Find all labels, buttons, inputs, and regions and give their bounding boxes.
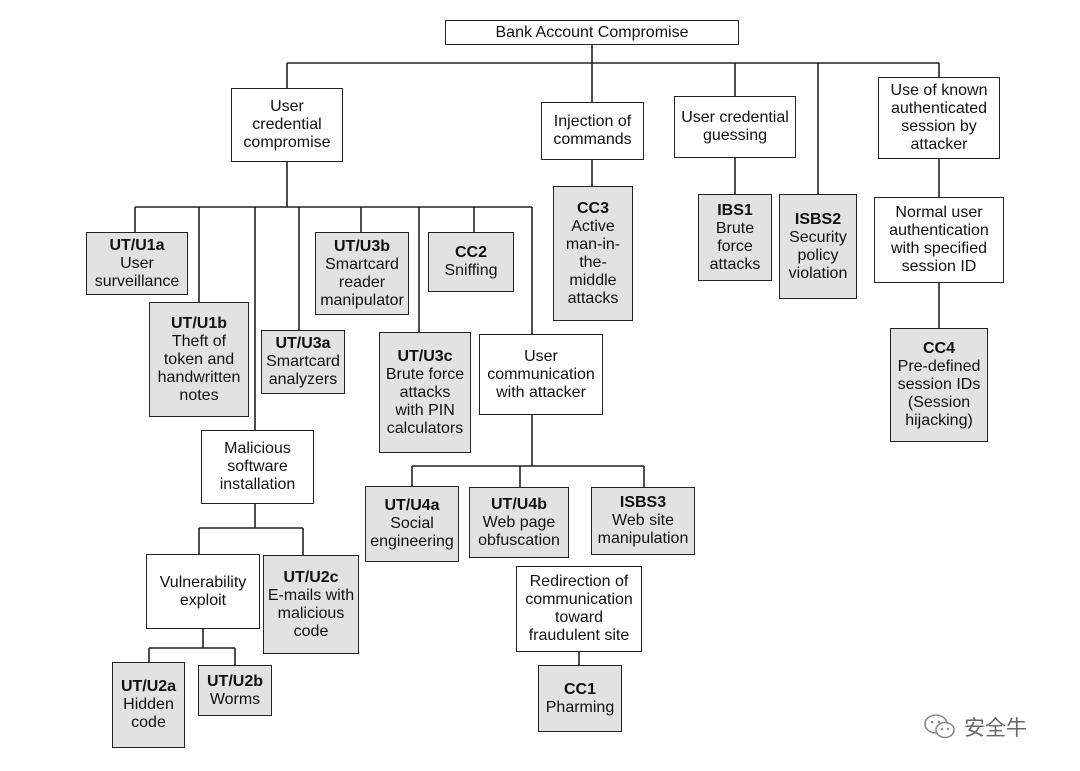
node-cc3: CC3 Active man-in- the- middle attacks <box>553 186 633 321</box>
node-ibs1: IBS1 Brute force attacks <box>698 194 772 281</box>
node-label: Worms <box>209 690 261 708</box>
node-ut-u4b: UT/U4b Web page obfuscation <box>469 487 569 558</box>
watermark: 安全牛 <box>922 712 1027 742</box>
node-code: IBS1 <box>717 201 753 219</box>
node-known-session: Use of known authenticated session by at… <box>878 77 1000 159</box>
node-ut-u1b: UT/U1b Theft of token and handwritten no… <box>149 302 249 417</box>
node-label: Theft of token and handwritten notes <box>157 332 241 404</box>
node-isbs3: ISBS3 Web site manipulation <box>591 487 695 555</box>
node-cc4: CC4 Pre-defined session IDs (Session hij… <box>890 328 988 442</box>
node-code: UT/U4b <box>491 495 547 513</box>
node-user-communication-with-attacker: User communication with attacker <box>479 334 603 415</box>
node-code: UT/U3a <box>275 335 331 352</box>
node-label: User credential compromise <box>243 98 331 151</box>
node-isbs2: ISBS2 Security policy violation <box>779 194 857 299</box>
node-code: UT/U2a <box>120 678 177 695</box>
node-label: Active man-in- the- middle attacks <box>565 217 621 307</box>
node-code: CC4 <box>922 340 955 357</box>
node-code: UT/U1b <box>171 314 227 332</box>
node-label: Redirection of communication toward frau… <box>525 573 633 644</box>
node-ut-u2b: UT/U2b Worms <box>198 665 272 716</box>
node-code: CC1 <box>563 680 596 698</box>
node-label: Malicious software installation <box>219 440 296 493</box>
node-code: UT/U4a <box>384 497 440 514</box>
node-label: Hidden code <box>123 696 174 731</box>
node-ut-u1a: UT/U1a User surveillance <box>86 232 188 295</box>
node-label: Pre-defined session IDs (Session hijacki… <box>897 358 981 429</box>
node-ut-u3a: UT/U3a Smartcard analyzers <box>261 330 345 394</box>
node-ut-u3c: UT/U3c Brute force attacks with PIN calc… <box>379 332 471 453</box>
node-ut-u3b: UT/U3b Smartcard reader manipulator <box>315 232 409 315</box>
node-label: Smartcard reader manipulator <box>320 255 404 309</box>
node-code: UT/U1a <box>109 236 165 254</box>
wechat-icon <box>924 714 955 739</box>
node-code: UT/U3c <box>397 347 453 365</box>
node-normal-user-authentication: Normal user authentication with specifie… <box>874 197 1004 283</box>
node-ut-u4a: UT/U4a Social engineering <box>365 486 459 562</box>
node-label: Web page obfuscation <box>478 513 560 549</box>
node-label: Injection of commands <box>553 113 632 148</box>
node-cc2: CC2 Sniffing <box>428 232 514 292</box>
node-label: Use of known authenticated session by at… <box>890 82 988 153</box>
node-label: Bank Account Compromise <box>495 23 689 41</box>
node-ut-u2c: UT/U2c E-mails with malicious code <box>263 555 359 654</box>
node-label: Brute force attacks <box>709 219 761 273</box>
node-label: User credential guessing <box>681 109 789 144</box>
node-label: Security policy violation <box>788 228 848 282</box>
node-label: Vulnerability exploit <box>159 573 247 609</box>
node-ut-u2a: UT/U2a Hidden code <box>112 662 185 748</box>
node-label: E-mails with malicious code <box>267 586 355 640</box>
node-label: User communication with attacker <box>487 347 595 401</box>
node-label: Pharming <box>545 698 615 716</box>
node-label: Social engineering <box>370 515 454 550</box>
node-user-credential-guessing: User credential guessing <box>674 96 796 158</box>
node-code: UT/U2c <box>283 568 339 586</box>
node-cc1: CC1 Pharming <box>538 665 622 732</box>
node-code: CC3 <box>576 199 609 217</box>
node-code: UT/U2b <box>207 672 263 690</box>
node-code: UT/U3b <box>334 237 390 255</box>
node-redirection-of-communication: Redirection of communication toward frau… <box>516 566 642 652</box>
node-code: ISBS3 <box>619 494 667 511</box>
node-code: ISBS2 <box>794 210 842 228</box>
node-code: CC2 <box>454 244 487 261</box>
node-injection-of-commands: Injection of commands <box>541 102 644 160</box>
node-malicious-software-installation: Malicious software installation <box>201 430 314 504</box>
node-label: Sniffing <box>444 262 498 279</box>
node-label: Brute force attacks with PIN calculators <box>385 365 465 437</box>
node-label: User surveillance <box>94 254 180 290</box>
watermark-text: 安全牛 <box>964 717 1027 740</box>
node-label: Smartcard analyzers <box>266 353 340 388</box>
node-user-credential-compromise: User credential compromise <box>231 88 343 162</box>
node-label: Normal user authentication with specifie… <box>889 204 989 275</box>
node-bank-account-compromise: Bank Account Compromise <box>445 20 739 45</box>
node-vulnerability-exploit: Vulnerability exploit <box>146 554 260 629</box>
node-label: Web site manipulation <box>597 512 689 547</box>
